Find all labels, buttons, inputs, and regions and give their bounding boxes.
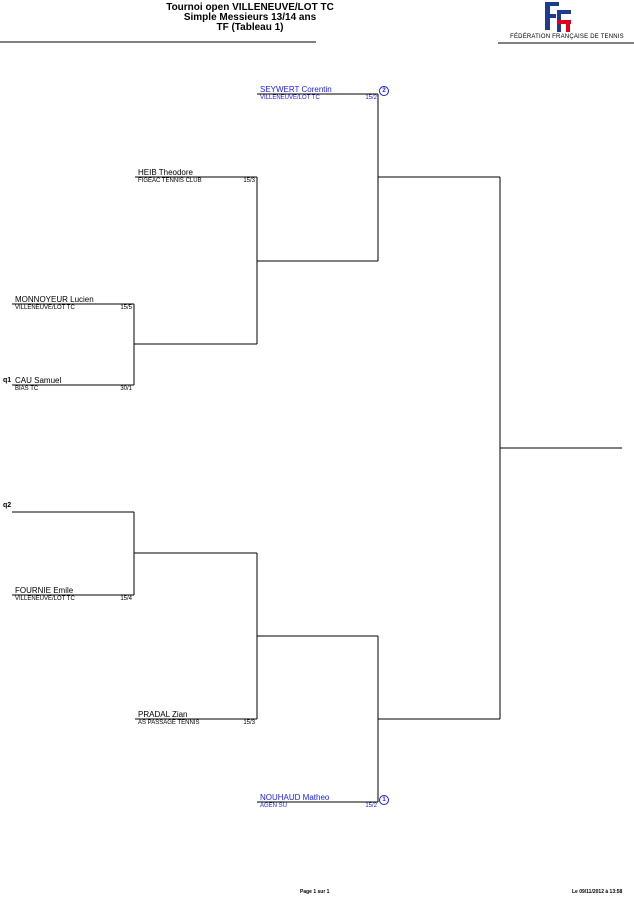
player-name: PRADAL Zian bbox=[138, 710, 188, 719]
page-number: Page 1 sur 1 bbox=[300, 889, 330, 895]
player-name: NOUHAUD Matheo bbox=[260, 793, 330, 802]
player-rank: 15/3 bbox=[243, 178, 255, 184]
player-name: HEIB Theodore bbox=[138, 168, 193, 177]
player-club: AS PASSAGE TENNIS bbox=[138, 720, 200, 726]
player-name: FOURNIE Emile bbox=[15, 586, 74, 595]
fft-logo-icon bbox=[545, 2, 571, 32]
seed-badge: 1 bbox=[379, 795, 389, 805]
player-rank: 30/1 bbox=[120, 386, 132, 392]
player-name: CAU Samuel bbox=[15, 376, 62, 385]
print-date: Le 09/11/2012 à 13:58 bbox=[572, 889, 623, 895]
event-title: Simple Messieurs 13/14 ans bbox=[183, 12, 317, 23]
player-rank: 15/2 bbox=[365, 803, 377, 809]
player-rank: 15/4 bbox=[120, 596, 132, 602]
player-rank: 15/5 bbox=[120, 305, 132, 311]
player-club: BIAS TC bbox=[15, 386, 39, 392]
table-title: TF (Tableau 1) bbox=[216, 22, 284, 33]
federation-name: FÉDÉRATION FRANÇAISE DE TENNIS bbox=[510, 34, 624, 40]
player-club: FIGEAC TENNIS CLUB bbox=[138, 178, 202, 184]
tournament-title: Tournoi open VILLENEUVE/LOT TC bbox=[166, 2, 334, 13]
player-club: VILLENEUVE/LOT TC bbox=[15, 596, 75, 602]
player-name: SEYWERT Corentin bbox=[260, 85, 332, 94]
qualifier-label: q1 bbox=[3, 377, 12, 384]
player-club: VILLENEUVE/LOT TC bbox=[15, 305, 75, 311]
player-rank: 15/3 bbox=[243, 720, 255, 726]
qualifier-label: q2 bbox=[3, 502, 12, 509]
player-club: AGEN SU bbox=[260, 803, 288, 809]
seed-badge: 2 bbox=[379, 86, 389, 96]
player-club: VILLENEUVE/LOT TC bbox=[260, 95, 320, 101]
player-rank: 15/2 bbox=[365, 95, 377, 101]
player-name: MONNOYEUR Lucien bbox=[15, 295, 94, 304]
